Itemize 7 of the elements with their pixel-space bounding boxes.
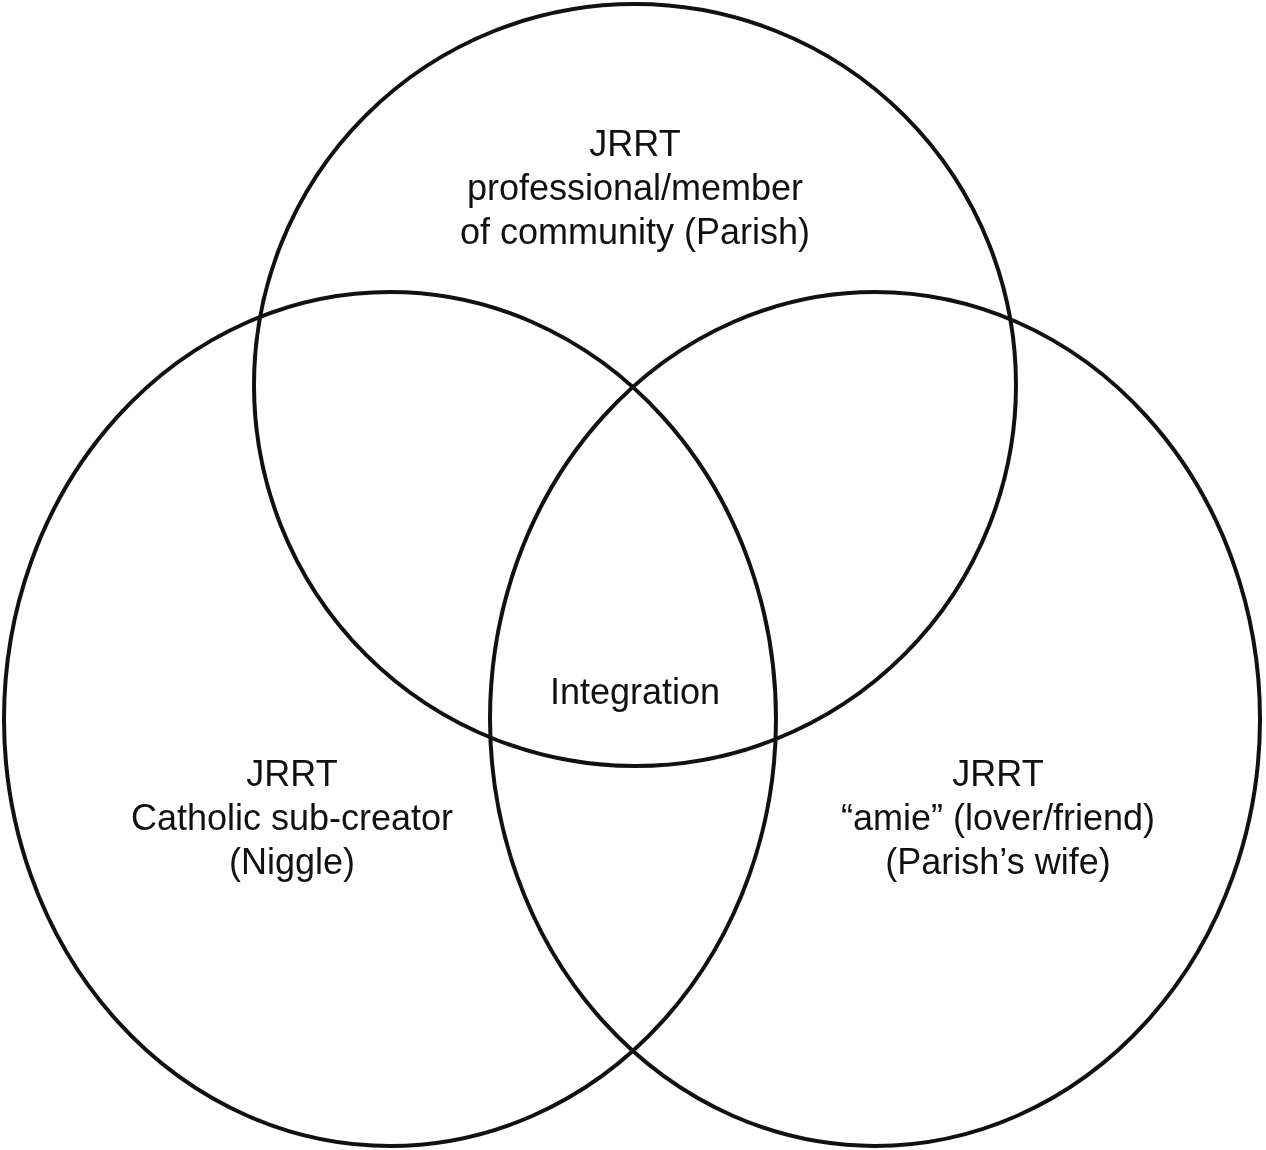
- set-title: JRRT: [245, 752, 339, 796]
- set-description: “amie” (lover/friend) (Parish’s wife): [839, 796, 1157, 884]
- set-description: Catholic sub-creator (Niggle): [129, 796, 455, 884]
- overlap-label: Integration: [548, 670, 722, 714]
- set-description: professional/member of community (Parish): [458, 166, 812, 254]
- set-title: JRRT: [951, 752, 1045, 796]
- set-title: JRRT: [588, 122, 682, 166]
